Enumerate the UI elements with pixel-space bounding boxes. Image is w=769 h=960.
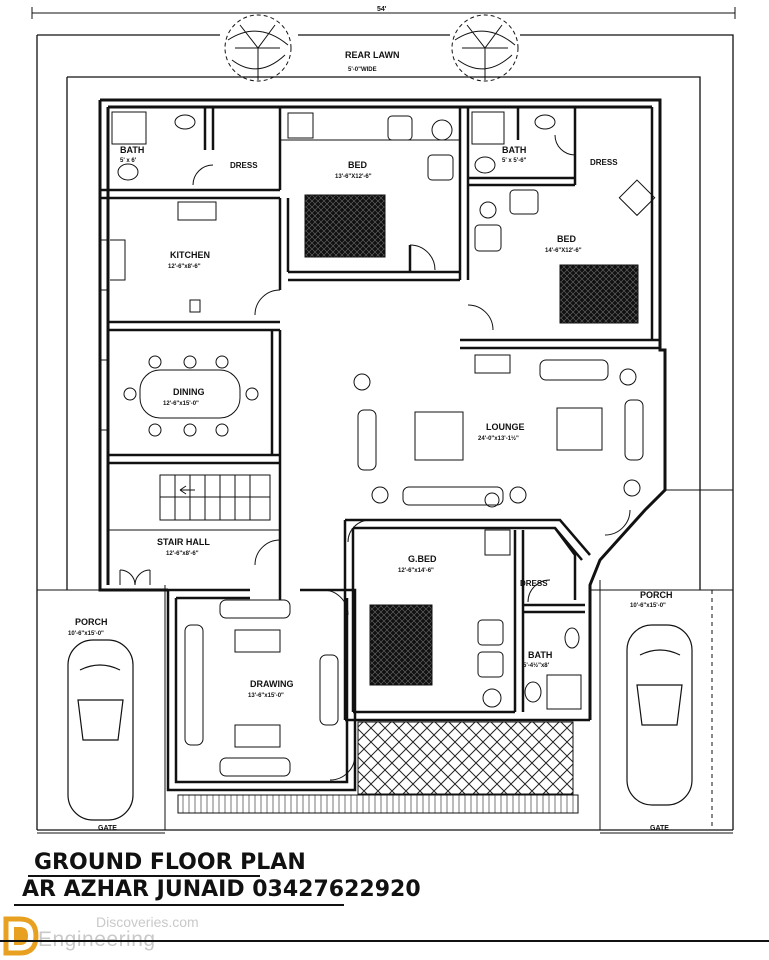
bath-label: BATH [528,650,552,660]
gbed-label: G.BED [408,554,437,564]
dress-label: DRESS [520,579,548,588]
bath-fixtures [111,111,656,710]
gate-marks [37,590,733,834]
bath-label: BATH [120,145,144,155]
drawing-size: 13'-6"x15'-0" [248,693,284,699]
porch-size: 10'-6"x15'-0" [630,603,666,609]
architect-credit: AR AZHAR JUNAID 03427622920 [22,877,421,902]
chairs [387,115,539,708]
kitchen-label: KITCHEN [170,250,210,260]
credit-underline [14,904,344,906]
lounge-label: LOUNGE [486,422,525,432]
rear-lawn-size: 5'-0"WIDE [348,67,377,73]
dining-size: 12'-6"x15'-0" [163,401,199,407]
porch-size: 10'-6"x15'-0" [68,631,104,637]
lounge-size: 24'-0"x13'-1½" [478,435,519,442]
title-underline [28,875,260,877]
bed-label: BED [348,160,368,170]
drawing-label: DRAWING [250,679,294,689]
bed-icon [304,194,386,258]
car-icon [67,639,134,821]
rear-lawn-label: REAR LAWN [345,50,400,60]
porch-edges [37,489,733,830]
bottom-rule [0,940,769,942]
dimension-label: 54' [377,6,387,13]
dress-label: DRESS [230,161,258,170]
drawing-room-furniture [184,599,339,777]
car-icon [626,624,693,806]
plan-title: GROUND FLOOR PLAN [34,850,306,875]
windows [100,239,108,431]
interior-walls [100,107,660,792]
site-boundary [36,34,734,831]
bath-size: 5'-4½"x8' [523,662,550,669]
bed-size: 13'-6"X12'-6" [335,174,372,180]
kitchen-counter [110,201,217,313]
lawn-pattern [357,721,574,795]
tree-icon [224,14,292,82]
watermark-logo-icon [3,916,39,956]
bath-label: BATH [502,145,526,155]
stair-hall-size: 12'-6"x8'-6" [166,551,199,557]
gate-label: GATE [98,825,117,832]
porch-label: PORCH [640,590,673,600]
bath-size: 5' x 6' [120,158,137,164]
gbed-size: 12'-6"x14'-6" [398,568,434,574]
bed-icon [369,604,433,686]
lounge-furniture [353,354,644,508]
dining-table-icon [123,355,259,437]
bed-size: 14'-6"X12'-6" [545,248,582,254]
bed-label: BED [557,234,577,244]
dress-label: DRESS [590,158,618,167]
doors [119,134,631,781]
stair-hall-label: STAIR HALL [157,537,210,547]
dimension-line: 54' [31,6,736,19]
watermark-text: Engineering [38,928,156,951]
gate-label: GATE [650,825,669,832]
watermark-text: Discoveries.com [96,914,199,930]
bed-icon [559,264,639,324]
staircase [159,474,271,521]
porch-label: PORCH [75,617,108,627]
dining-label: DINING [173,387,205,397]
kitchen-size: 12'-6"x8'-6" [168,264,201,270]
tree-icon [451,14,519,82]
paving-strip [177,794,579,814]
bath-size: 5' x 5'-6" [502,158,527,164]
